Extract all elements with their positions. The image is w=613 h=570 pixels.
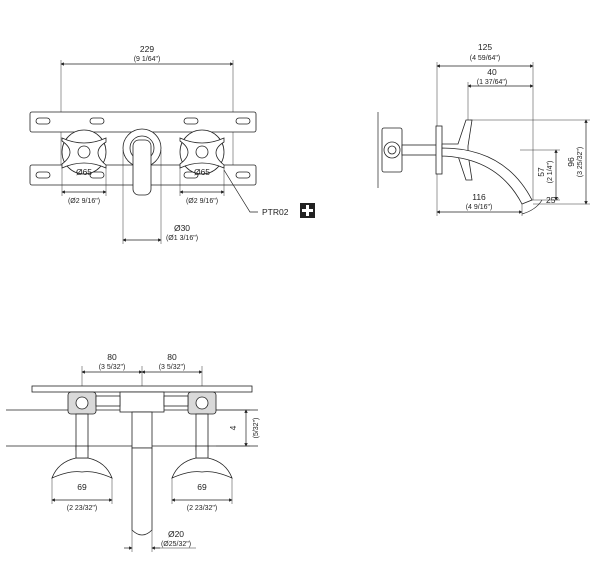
projection-inches: (4 9/16")	[466, 204, 493, 211]
left-spacing-value: 80	[107, 352, 117, 362]
right-handle-dia-inches: (Ø2 9/16")	[186, 198, 218, 205]
left-handle-value: 69	[77, 482, 87, 492]
angle-value: 25°	[546, 195, 559, 205]
right-handle-dia: Ø65	[194, 167, 210, 177]
depth-inches: (5/32")	[253, 418, 260, 439]
plan-view: 80 (3 5/32") 80 (3 5/32") 4 (5/32"	[6, 352, 260, 552]
offset-value: 40	[487, 67, 497, 77]
drop-inches: (2 1/4")	[547, 161, 554, 184]
offset-inches: (1 37/64")	[477, 79, 508, 86]
spout-dia-inches: (Ø1 3/16")	[166, 235, 198, 242]
side-spout	[441, 147, 533, 205]
width-value: 229	[140, 44, 154, 54]
callout-leader	[223, 169, 258, 213]
plan-spout-dia-inches: (Ø25/32")	[161, 541, 191, 548]
height-value: 96	[566, 157, 576, 167]
plan-right-handle	[171, 457, 233, 479]
depth-value: 4	[228, 425, 238, 430]
plan-spout	[131, 447, 153, 536]
left-cross-handle	[61, 129, 107, 175]
width-inches: (9 1/64")	[134, 56, 161, 63]
left-spacing-inches: (3 5/32")	[99, 364, 126, 371]
callout-label: PTR02	[262, 207, 289, 217]
right-spacing-inches: (3 5/32")	[159, 364, 186, 371]
right-spacing-value: 80	[167, 352, 177, 362]
spout-body	[122, 128, 162, 196]
drop-value: 57	[536, 167, 546, 177]
total-depth-value: 125	[478, 42, 492, 52]
right-cross-handle	[179, 129, 225, 175]
plan-mounting-plate	[31, 385, 253, 393]
projection-value: 116	[472, 192, 486, 202]
left-handle-dia: Ø65	[76, 167, 92, 177]
plus-icon	[300, 203, 315, 218]
total-depth-inches: (4 59/64")	[470, 55, 501, 62]
front-view: 229 (9 1/64")	[29, 44, 315, 244]
side-view: 125 (4 59/64") 40 (1 37/64") 116 (4 9/16…	[377, 42, 590, 216]
right-handle-inches: (2 23/32")	[187, 505, 218, 512]
plan-spout-dia: Ø20	[168, 529, 184, 539]
left-handle-inches: (2 23/32")	[67, 505, 98, 512]
plan-left-handle	[51, 457, 113, 479]
right-handle-value: 69	[197, 482, 207, 492]
height-inches: (3 25/32")	[577, 147, 584, 178]
spout-dia: Ø30	[174, 223, 190, 233]
left-handle-dia-inches: (Ø2 9/16")	[68, 198, 100, 205]
